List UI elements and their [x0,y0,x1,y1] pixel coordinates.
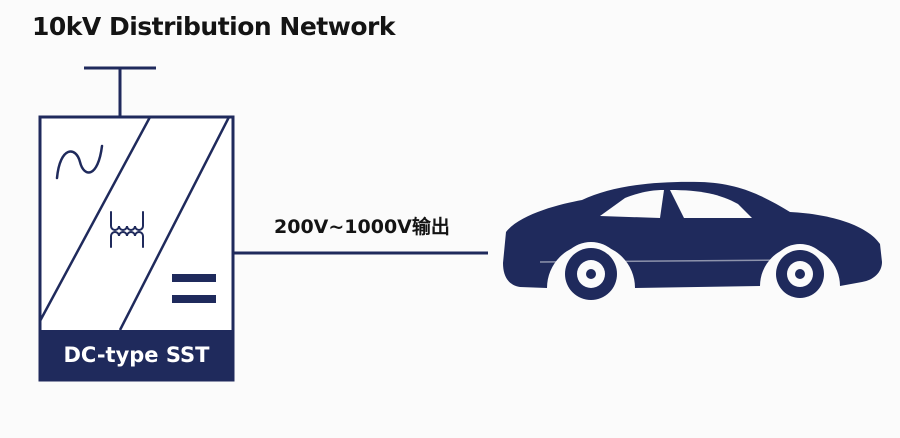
electric-car-icon [503,181,882,306]
sst-converter-box [38,115,235,382]
sst-label-bar [40,330,233,380]
transformer-coil-icon [110,211,144,248]
sst-label: DC-type SST [63,343,210,367]
output-voltage-label: 200V~1000V输出 [274,216,450,238]
dc-equals-icon [172,274,216,303]
grid-connection [84,66,156,117]
ac-sine-icon [55,144,104,180]
diagram-title: 10kV Distribution Network [32,12,395,41]
